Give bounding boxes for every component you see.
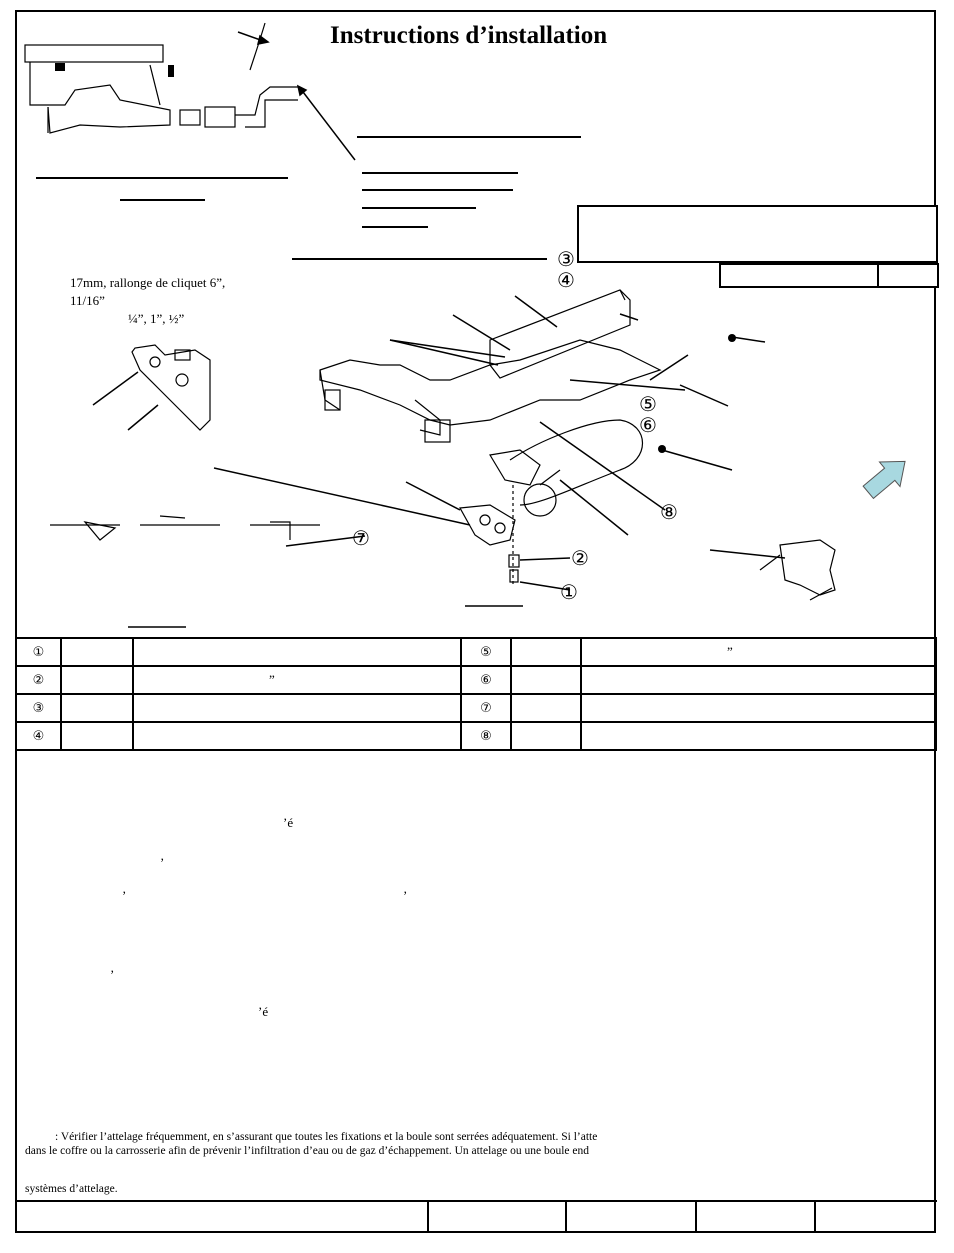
part-desc: ” bbox=[132, 665, 462, 695]
part-num: ① bbox=[15, 637, 62, 667]
footer-divider bbox=[565, 1202, 567, 1233]
part-num: ⑦ bbox=[460, 693, 512, 723]
part-desc: ” bbox=[580, 637, 937, 667]
callout-7: ⑦ bbox=[352, 526, 370, 550]
callout-3: ③ bbox=[557, 247, 575, 271]
heading-rule bbox=[357, 136, 581, 138]
part-qty bbox=[60, 637, 134, 667]
warning-line-3: systèmes d’attelage. bbox=[25, 1183, 118, 1195]
vehicle-side-illustration bbox=[24, 22, 298, 134]
footer-divider bbox=[695, 1202, 697, 1233]
part-desc bbox=[580, 693, 937, 723]
info-box bbox=[577, 205, 938, 263]
tools-text-2: 11/16” bbox=[70, 293, 105, 308]
heading-rule bbox=[362, 172, 518, 174]
heading-rule bbox=[362, 226, 428, 228]
part-qty bbox=[510, 693, 582, 723]
part-desc bbox=[580, 665, 937, 695]
text-fragment: ’ bbox=[403, 888, 408, 903]
heading-rule bbox=[36, 177, 288, 179]
text-fragment: ’ bbox=[122, 888, 127, 903]
callout-8: ⑧ bbox=[660, 500, 678, 524]
part-num: ③ bbox=[15, 693, 62, 723]
part-num: ⑧ bbox=[460, 721, 512, 751]
heading-rule bbox=[120, 199, 205, 201]
callout-2: ② bbox=[571, 546, 589, 570]
tools-text-1: 17mm, rallonge de cliquet 6”, bbox=[70, 275, 226, 290]
part-desc bbox=[132, 637, 462, 667]
heading-rule bbox=[292, 258, 547, 260]
part-qty bbox=[510, 637, 582, 667]
footer-divider bbox=[427, 1202, 429, 1233]
text-fragment: ’ bbox=[160, 855, 165, 870]
tools-text-3: ¼”, 1”, ½” bbox=[128, 311, 185, 326]
table-row: ② ” ⑥ bbox=[15, 665, 937, 695]
parts-table: ① ⑤ ” ② ” ⑥ ③ ⑦ ④ ⑧ bbox=[15, 637, 937, 751]
part-qty bbox=[60, 665, 134, 695]
footer-divider bbox=[814, 1202, 816, 1233]
installation-diagram bbox=[50, 289, 906, 628]
part-num: ⑥ bbox=[460, 665, 512, 695]
footer-bar bbox=[15, 1200, 937, 1233]
part-desc bbox=[132, 693, 462, 723]
table-row: ④ ⑧ bbox=[15, 721, 937, 751]
arrow-lines-top bbox=[237, 31, 356, 161]
warning-line-2: dans le coffre ou la carrosserie afin de… bbox=[25, 1145, 590, 1157]
callout-6: ⑥ bbox=[639, 413, 657, 437]
part-desc bbox=[132, 721, 462, 751]
warning-line-1: : Vérifier l’attelage fréquemment, en s’… bbox=[55, 1131, 598, 1143]
text-fragment: ’ bbox=[110, 967, 115, 982]
part-qty bbox=[510, 721, 582, 751]
heading-rule bbox=[362, 207, 476, 209]
table-row: ① ⑤ ” bbox=[15, 637, 937, 667]
callout-1: ① bbox=[560, 580, 578, 604]
part-desc bbox=[580, 721, 937, 751]
callout-5: ⑤ bbox=[639, 392, 657, 416]
table-row: ③ ⑦ bbox=[15, 693, 937, 723]
part-num: ② bbox=[15, 665, 62, 695]
callout-4: ④ bbox=[557, 268, 575, 292]
info-cell bbox=[719, 263, 879, 288]
part-qty bbox=[60, 693, 134, 723]
heading-rule bbox=[362, 189, 513, 191]
page-title: Instructions d’installation bbox=[330, 22, 608, 49]
text-fragment: ’é bbox=[283, 815, 294, 830]
part-qty bbox=[60, 721, 134, 751]
part-num: ⑤ bbox=[460, 637, 512, 667]
info-cell bbox=[877, 263, 939, 288]
part-qty bbox=[510, 665, 582, 695]
page-frame bbox=[15, 10, 936, 1233]
text-fragment: ’é bbox=[258, 1004, 269, 1019]
part-num: ④ bbox=[15, 721, 62, 751]
